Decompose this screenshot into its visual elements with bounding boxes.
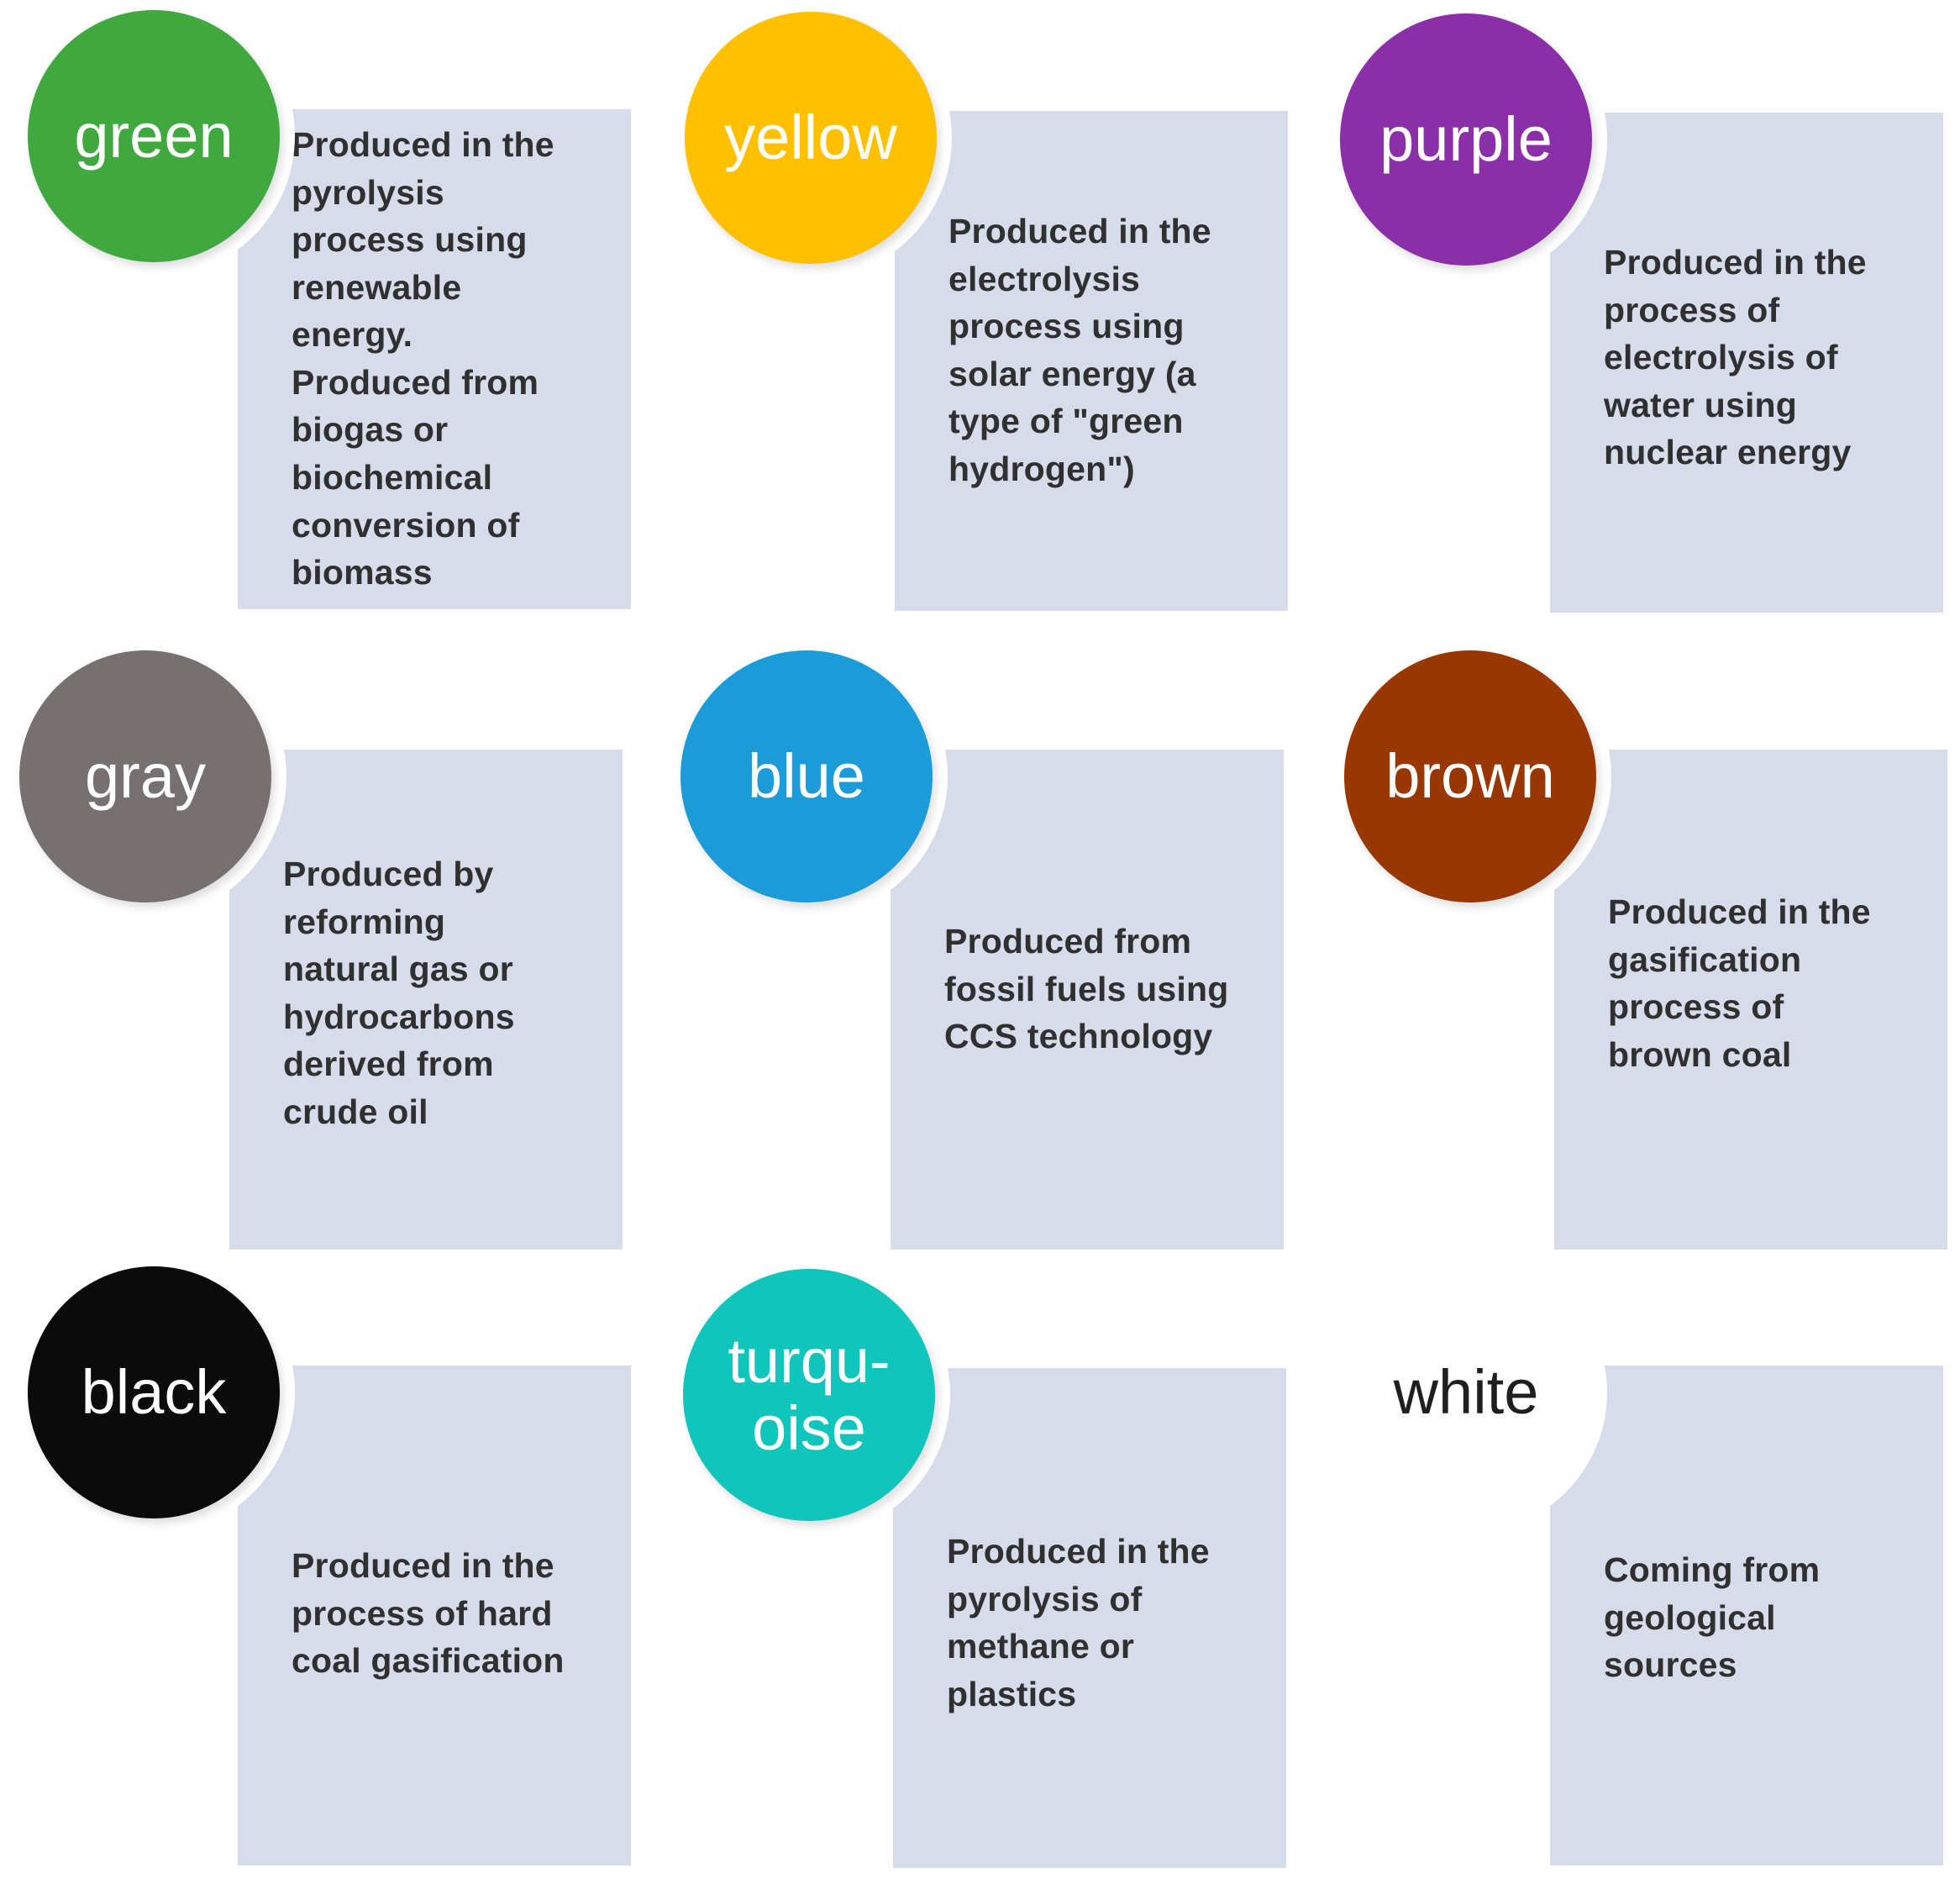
brown-circle-label: brown — [1385, 741, 1555, 812]
purple-description-box: Produced in the process of electrolysis … — [1550, 113, 1943, 613]
black-description-box: Produced in the process of hard coal gas… — [238, 1366, 631, 1866]
cell-green: Produced in the pyrolysis process using … — [13, 0, 655, 625]
blue-description-text: Produced from fossil fuels using CCS tec… — [944, 922, 1229, 1056]
black-circle: black — [28, 1266, 280, 1518]
cell-yellow: Produced in the electrolysis process usi… — [670, 0, 1312, 627]
purple-circle-label: purple — [1379, 104, 1553, 175]
yellow-description-text: Produced in the electrolysis process usi… — [948, 212, 1211, 488]
green-circle-label: green — [74, 101, 234, 171]
gray-description-box: Produced by reforming natural gas or hyd… — [229, 750, 623, 1250]
cell-turquoise: Produced in the pyrolysis of methane or … — [668, 1254, 1311, 1884]
purple-description-text: Produced in the process of electrolysis … — [1604, 243, 1867, 472]
cell-purple: Produced in the process of electrolysis … — [1325, 0, 1960, 629]
white-description-text: Coming from geological sources — [1604, 1550, 1821, 1685]
blue-description-box: Produced from fossil fuels using CCS tec… — [891, 750, 1284, 1250]
gray-circle-label: gray — [85, 741, 206, 812]
yellow-circle-label: yellow — [724, 103, 897, 173]
cell-brown: Produced in the gasification process of … — [1329, 635, 1960, 1266]
cell-white: Coming from geological sources white — [1325, 1251, 1960, 1881]
brown-description-text: Produced in the gasification process of … — [1608, 892, 1871, 1074]
turquoise-description-text: Produced in the pyrolysis of methane or … — [947, 1532, 1210, 1713]
brown-description-box: Produced in the gasification process of … — [1554, 750, 1947, 1250]
purple-circle: purple — [1340, 13, 1592, 266]
black-circle-label: black — [81, 1357, 227, 1428]
turquoise-description-box: Produced in the pyrolysis of methane or … — [893, 1368, 1286, 1868]
brown-circle: brown — [1344, 650, 1596, 903]
turquoise-circle: turqu- oise — [683, 1269, 935, 1521]
green-circle: green — [28, 10, 280, 262]
cell-gray: Produced by reforming natural gas or hyd… — [4, 635, 647, 1266]
green-description-box: Produced in the pyrolysis process using … — [238, 109, 631, 609]
black-description-text: Produced in the process of hard coal gas… — [292, 1546, 565, 1681]
blue-circle-label: blue — [748, 741, 865, 812]
yellow-description-box: Produced in the electrolysis process usi… — [895, 111, 1288, 611]
cell-blue: Produced from fossil fuels using CCS tec… — [665, 635, 1308, 1266]
cell-black: Produced in the process of hard coal gas… — [13, 1251, 655, 1881]
yellow-circle: yellow — [685, 12, 937, 264]
turquoise-circle-label: turqu- oise — [728, 1326, 891, 1463]
blue-circle: blue — [680, 650, 933, 903]
white-description-box: Coming from geological sources — [1550, 1366, 1943, 1866]
gray-description-text: Produced by reforming natural gas or hyd… — [283, 855, 515, 1131]
white-circle: white — [1340, 1266, 1592, 1518]
white-circle-label: white — [1393, 1357, 1539, 1428]
gray-circle: gray — [19, 650, 271, 903]
green-description-text: Produced in the pyrolysis process using … — [292, 125, 554, 592]
